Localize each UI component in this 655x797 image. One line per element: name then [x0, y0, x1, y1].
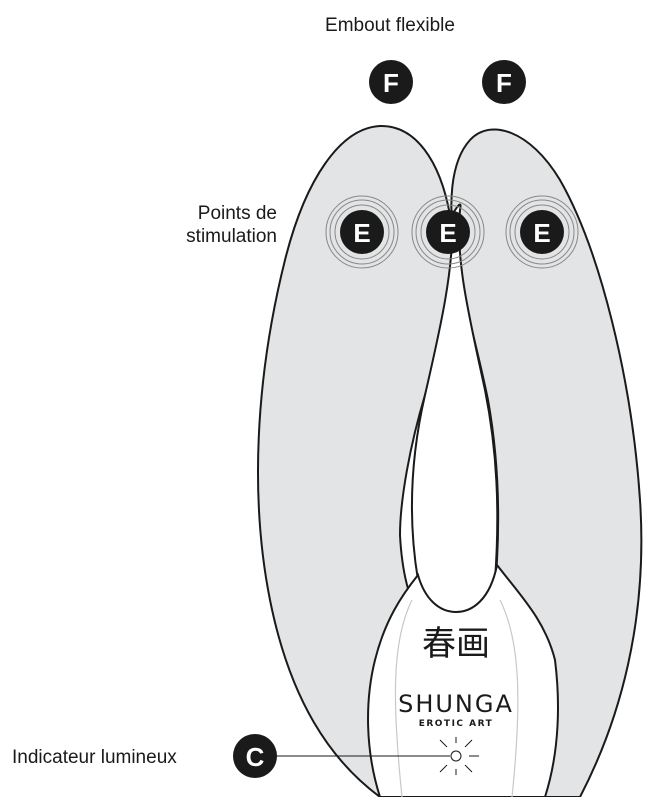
brand-tagline: EROTIC ART [419, 719, 494, 729]
marker-e-center: E [426, 210, 470, 254]
label-light-indicator: Indicateur lumineux [12, 747, 177, 768]
brand-name: SHUNGA [398, 690, 514, 718]
svg-text:C: C [246, 742, 265, 772]
svg-text:E: E [353, 218, 370, 248]
label-stimulation-line2: stimulation [186, 226, 277, 247]
handle-base [367, 562, 559, 797]
light-indicator-icon [433, 737, 479, 775]
stimulation-rings-right [505, 195, 579, 269]
marker-e-left: E [340, 210, 384, 254]
svg-text:F: F [383, 68, 399, 98]
label-stimulation-points: Points de stimulation [186, 202, 277, 248]
handle-contour-right [499, 599, 519, 797]
marker-f-left: F [369, 60, 413, 104]
label-flexible-tip: Embout flexible [325, 15, 455, 36]
stimulation-rings-center [411, 195, 485, 269]
svg-text:E: E [439, 218, 456, 248]
handle-contour-left [394, 599, 413, 797]
marker-e-right: E [520, 210, 564, 254]
marker-c: C [233, 734, 277, 778]
label-stimulation-line1: Points de [197, 203, 277, 224]
svg-text:F: F [496, 68, 512, 98]
stimulation-rings-left [325, 195, 399, 269]
marker-f-right: F [482, 60, 526, 104]
brand-logo-glyph: 春画 [422, 624, 490, 664]
svg-text:E: E [533, 218, 550, 248]
